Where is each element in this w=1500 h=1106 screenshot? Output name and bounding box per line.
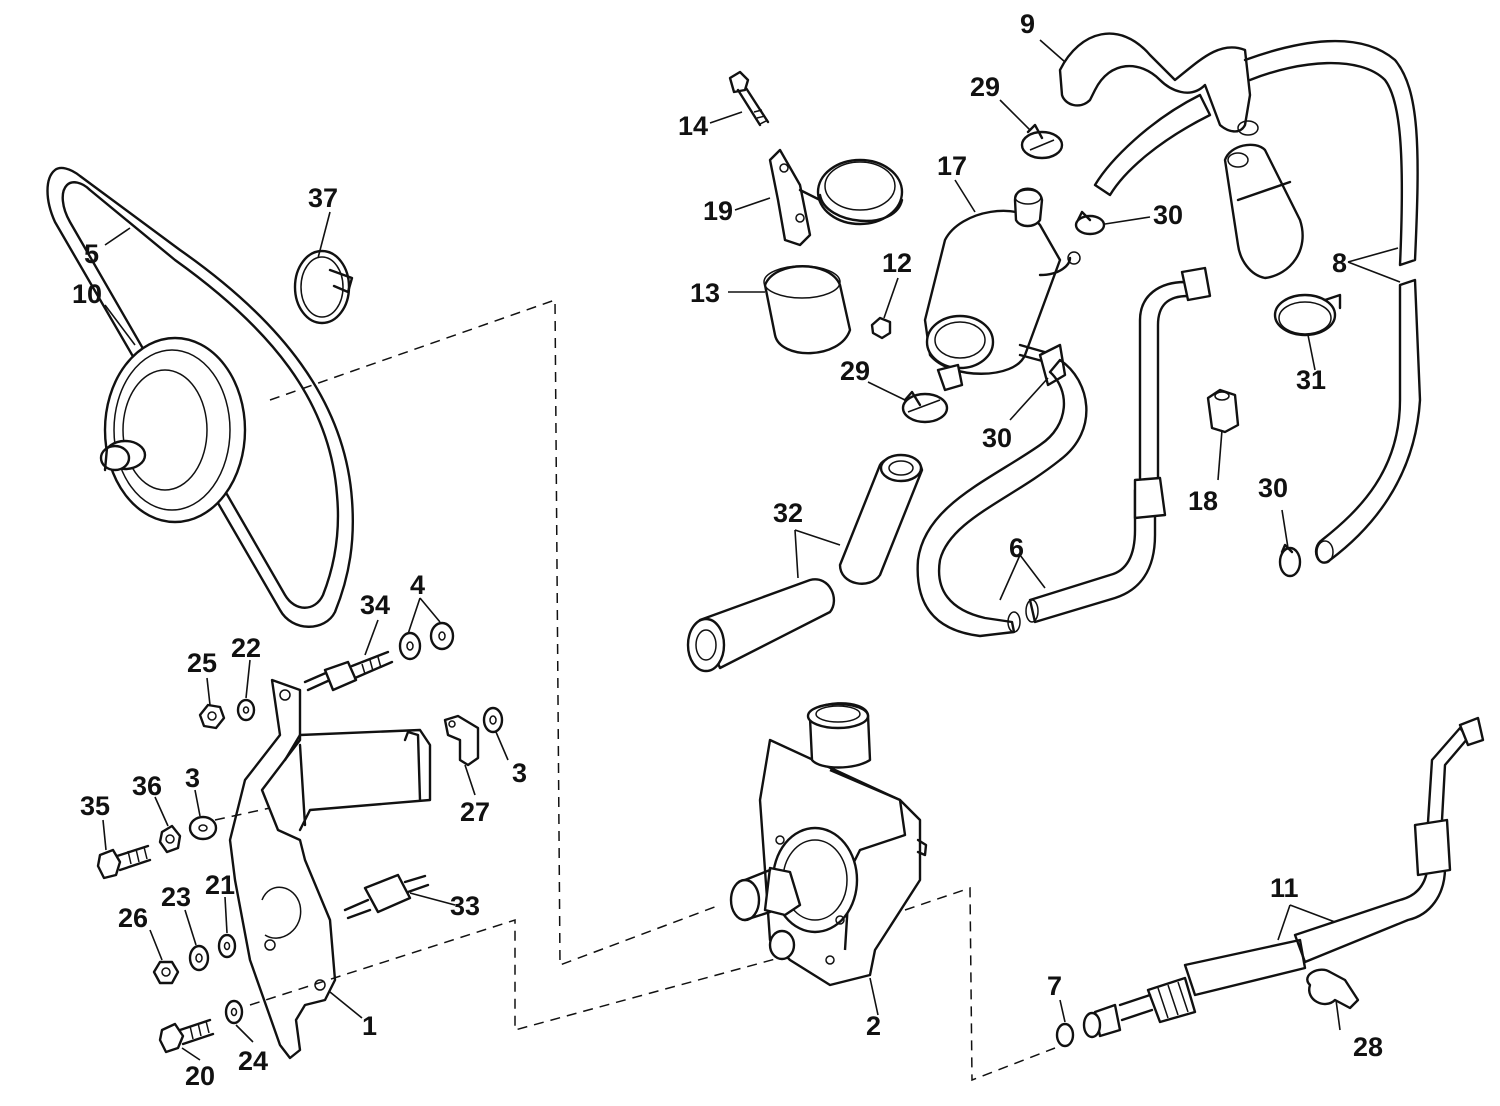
callout-29-lower: 29 xyxy=(840,356,870,386)
callout-28: 28 xyxy=(1353,1032,1383,1062)
nut-25-part xyxy=(198,703,226,730)
leader-lines xyxy=(102,39,1401,1061)
clip-28-part xyxy=(1306,968,1360,1010)
hose-32-part xyxy=(686,453,924,673)
stud-34-part xyxy=(303,650,394,692)
callout-8: 8 xyxy=(1332,248,1347,278)
fitting-nut-18-part xyxy=(1206,388,1240,434)
strap-bracket-19-part xyxy=(768,148,904,247)
callout-13: 13 xyxy=(690,278,720,308)
nut-26-part xyxy=(152,960,180,985)
callout-37: 37 xyxy=(308,183,338,213)
hose-6-part xyxy=(916,266,1212,638)
callout-24: 24 xyxy=(238,1046,268,1076)
washer-3-part xyxy=(188,706,504,841)
callout-1: 1 xyxy=(362,1011,377,1041)
hose-clamp-30-right-part xyxy=(1278,543,1302,578)
washer-22-part xyxy=(236,698,256,722)
callout-3-left: 3 xyxy=(185,763,200,793)
washer-23-part xyxy=(188,944,210,972)
callout-29-upper: 29 xyxy=(970,72,1000,102)
o-ring-7-part xyxy=(1055,1022,1075,1048)
drive-belt-part xyxy=(46,166,355,628)
callout-12: 12 xyxy=(882,248,912,278)
callout-3-right: 3 xyxy=(512,758,527,788)
callout-22: 22 xyxy=(231,633,261,663)
callout-27: 27 xyxy=(460,797,490,827)
pulley-part xyxy=(99,336,247,524)
callout-17: 17 xyxy=(937,151,967,181)
hose-clamp-31-part xyxy=(1273,293,1342,337)
hose-clamp-30-mid-part xyxy=(1038,343,1067,387)
callout-7: 7 xyxy=(1047,971,1062,1001)
steering-pump-part xyxy=(729,702,928,987)
hose-9-part xyxy=(1058,32,1259,136)
hose-clamp-29-lower-part xyxy=(901,390,949,424)
callout-25: 25 xyxy=(187,648,217,678)
callout-30-mid: 30 xyxy=(982,423,1012,453)
spacer-33-part xyxy=(343,873,430,920)
callout-34: 34 xyxy=(360,590,390,620)
callout-31: 31 xyxy=(1296,365,1326,395)
nut-12-part xyxy=(870,316,892,340)
callout-6: 6 xyxy=(1009,533,1024,563)
washer-24-part xyxy=(224,999,244,1025)
callout-30-right: 30 xyxy=(1258,473,1288,503)
callout-9: 9 xyxy=(1020,9,1035,39)
callout-26: 26 xyxy=(118,903,148,933)
callout-2: 2 xyxy=(866,1011,881,1041)
callout-5: 5 xyxy=(84,239,99,269)
hose-connector-part xyxy=(1093,93,1304,280)
callout-labels: 1 2 3 3 4 5 6 7 8 9 10 11 12 13 14 17 18… xyxy=(72,9,1383,1091)
sleeve-13-part xyxy=(763,265,852,355)
callout-11: 11 xyxy=(1270,873,1299,903)
callout-18: 18 xyxy=(1188,486,1218,516)
callout-32: 32 xyxy=(773,498,803,528)
callout-30-upper: 30 xyxy=(1153,200,1183,230)
callout-35: 35 xyxy=(80,791,110,821)
washer-4-part xyxy=(398,621,455,661)
hose-clamp-30-upper-part xyxy=(1074,210,1106,236)
callout-33: 33 xyxy=(450,891,480,921)
callout-14: 14 xyxy=(678,111,708,141)
mounting-bracket-part xyxy=(228,678,432,1060)
bolt-20-part xyxy=(158,1018,215,1054)
nut-36-part xyxy=(158,824,182,854)
callout-19: 19 xyxy=(703,196,733,226)
bolt-14-part xyxy=(728,70,770,127)
bolt-35-part xyxy=(96,844,152,880)
callout-23: 23 xyxy=(161,882,191,912)
filter-canister-part xyxy=(923,187,1081,392)
callout-20: 20 xyxy=(185,1061,215,1091)
assembly-dashed-lines xyxy=(214,298,1056,1082)
callout-4: 4 xyxy=(410,570,425,600)
callout-36: 36 xyxy=(132,771,162,801)
hose-8-part xyxy=(1243,39,1422,564)
callout-10: 10 xyxy=(72,279,102,309)
hose-clamp-37-part xyxy=(293,249,354,325)
clip-27-part xyxy=(443,714,480,767)
washer-21-part xyxy=(217,933,237,959)
hose-clamp-29-upper-part xyxy=(1020,123,1064,160)
callout-21: 21 xyxy=(205,870,235,900)
hose-11-part xyxy=(1082,716,1485,1039)
